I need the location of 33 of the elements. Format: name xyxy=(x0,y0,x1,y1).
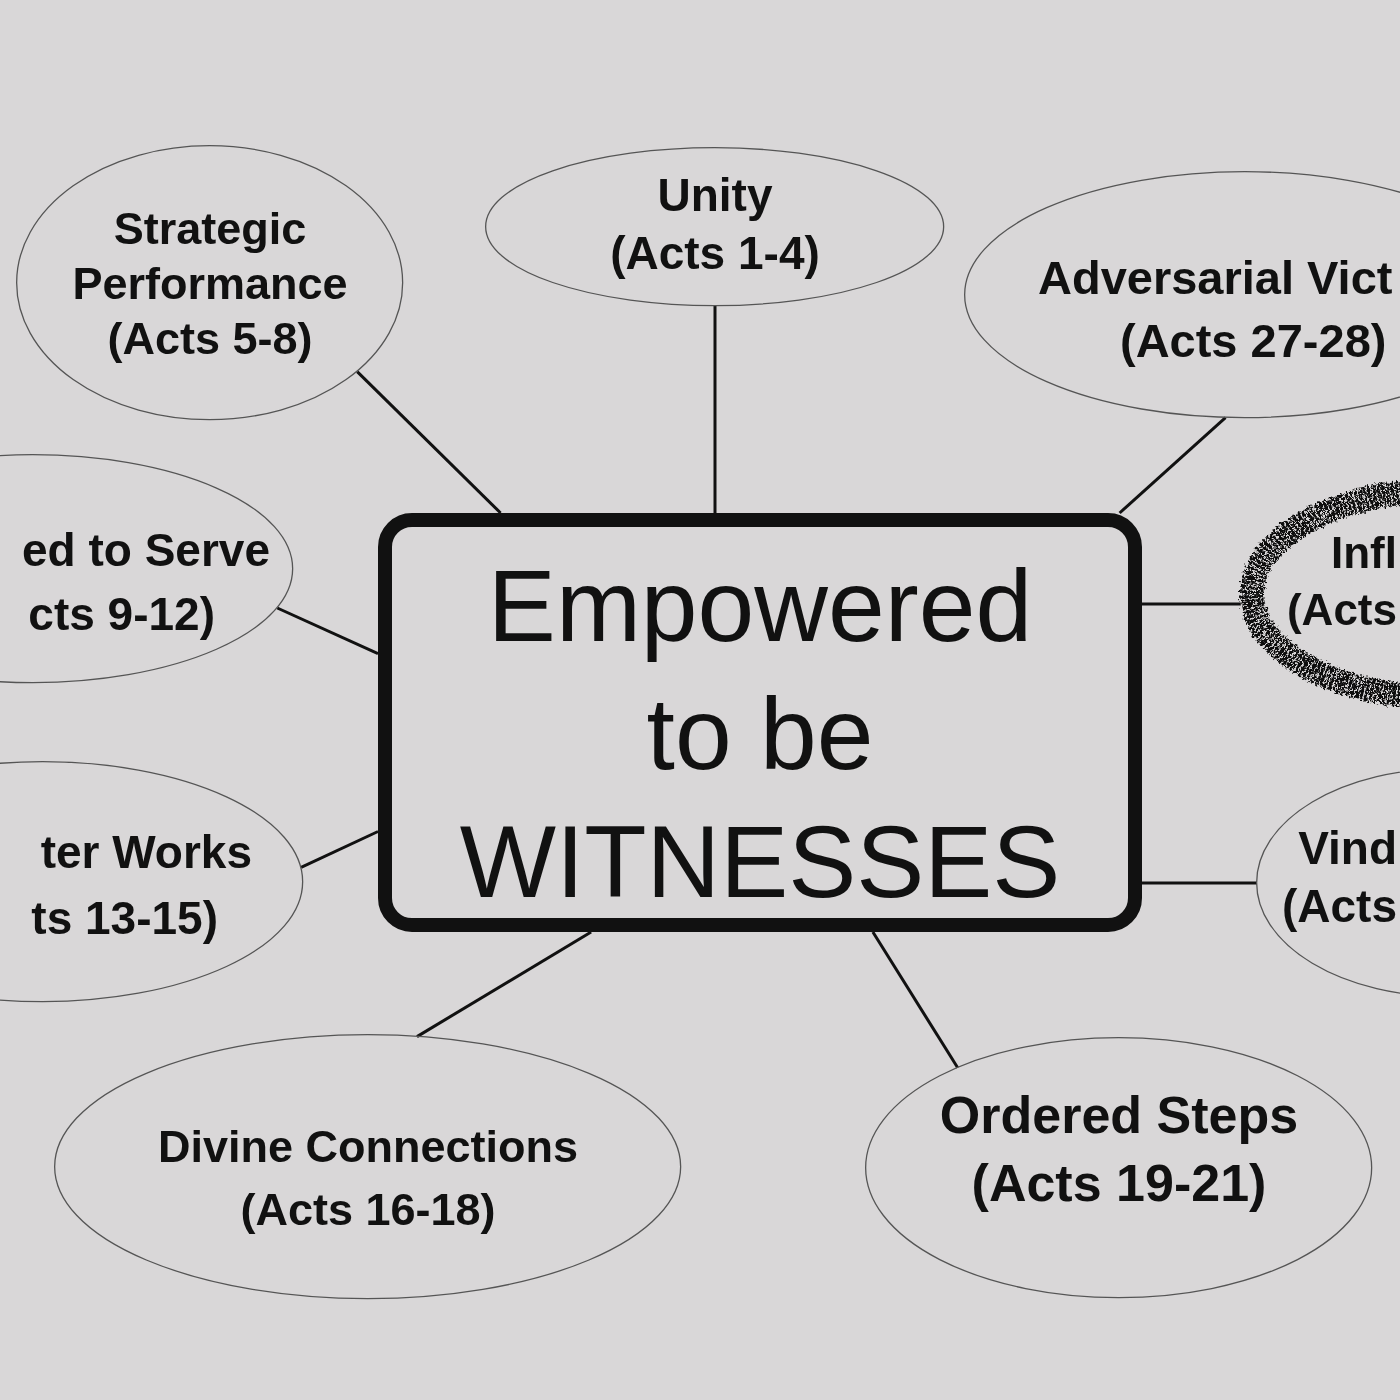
topic-title: Vind xyxy=(1298,821,1397,876)
topic-title: Unity xyxy=(657,168,773,223)
chapter-reference: (Acts xyxy=(1281,879,1397,934)
connector-line xyxy=(1142,602,1241,606)
topic-title: Ordered Steps xyxy=(939,1085,1299,1146)
topic-title: ed to Serve xyxy=(22,523,270,578)
central-box xyxy=(378,513,1142,932)
connector-line xyxy=(1142,881,1257,885)
connector-line xyxy=(416,930,592,1038)
topic-ellipse xyxy=(15,144,405,422)
connector-line xyxy=(871,931,959,1069)
topic-title: Strategic Performance xyxy=(71,201,349,311)
connector-line xyxy=(1118,416,1227,515)
chapter-reference: ts 13-15) xyxy=(31,891,218,946)
chapter-reference: cts 9-12) xyxy=(28,587,215,642)
topic-ellipse xyxy=(53,1033,683,1301)
chapter-reference: (Acts 5-8) xyxy=(107,311,313,366)
connector-line xyxy=(276,606,379,656)
topic-ellipse xyxy=(484,146,946,308)
topic-title: Infl xyxy=(1331,527,1397,579)
topic-title: Adversarial Vict xyxy=(1038,250,1393,306)
central-title: Empowered to be WITNESSES xyxy=(458,547,1062,921)
chapter-reference: (Acts 19-21) xyxy=(971,1153,1267,1214)
chapter-reference: (Acts xyxy=(1286,584,1397,636)
topic-ellipse xyxy=(864,1036,1374,1300)
connector-line xyxy=(713,306,717,513)
chapter-reference: (Acts 27-28) xyxy=(1120,313,1387,369)
topic-title: ter Works xyxy=(40,825,252,880)
connector-line xyxy=(356,370,502,515)
topic-title: Divine Connections xyxy=(157,1120,578,1174)
connector-line xyxy=(300,830,379,869)
chapter-reference: (Acts 16-18) xyxy=(240,1183,496,1237)
chapter-reference: (Acts 1-4) xyxy=(610,226,820,281)
